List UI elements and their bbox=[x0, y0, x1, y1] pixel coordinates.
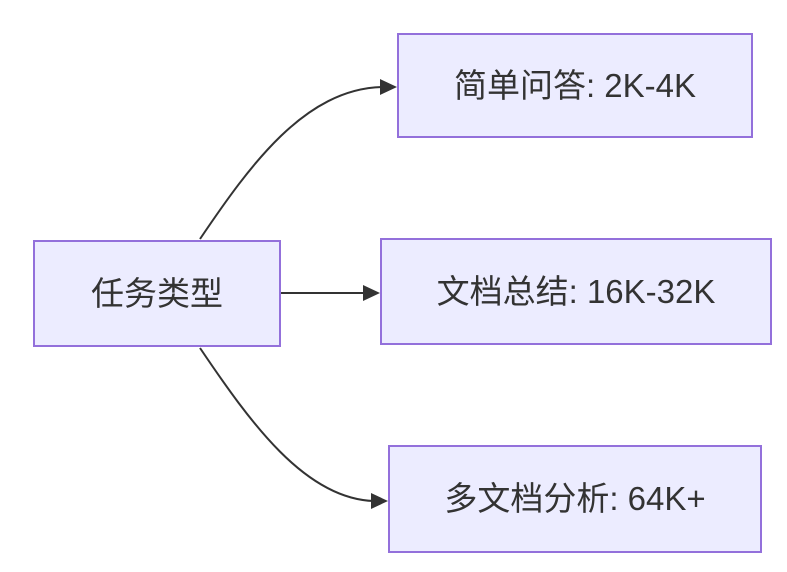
node-task-type-label: 任务类型 bbox=[91, 274, 223, 312]
arrowhead-icon bbox=[380, 79, 397, 95]
arrowhead-icon bbox=[363, 285, 380, 301]
edge-task-type-to-doc-summary bbox=[281, 285, 380, 301]
edge-task-type-to-multi-doc bbox=[199, 347, 388, 509]
arrowhead-icon bbox=[371, 493, 388, 509]
node-doc-summary-label: 文档总结: 16K-32K bbox=[436, 272, 716, 310]
node-multi-doc-label: 多文档分析: 64K+ bbox=[444, 480, 706, 518]
node-doc-summary: 文档总结: 16K-32K bbox=[380, 238, 772, 345]
edge-task-type-to-simple-qa bbox=[199, 79, 397, 240]
node-simple-qa: 简单问答: 2K-4K bbox=[397, 33, 753, 138]
node-simple-qa-label: 简单问答: 2K-4K bbox=[453, 66, 697, 104]
node-task-type: 任务类型 bbox=[33, 240, 281, 347]
node-multi-doc: 多文档分析: 64K+ bbox=[388, 445, 762, 553]
